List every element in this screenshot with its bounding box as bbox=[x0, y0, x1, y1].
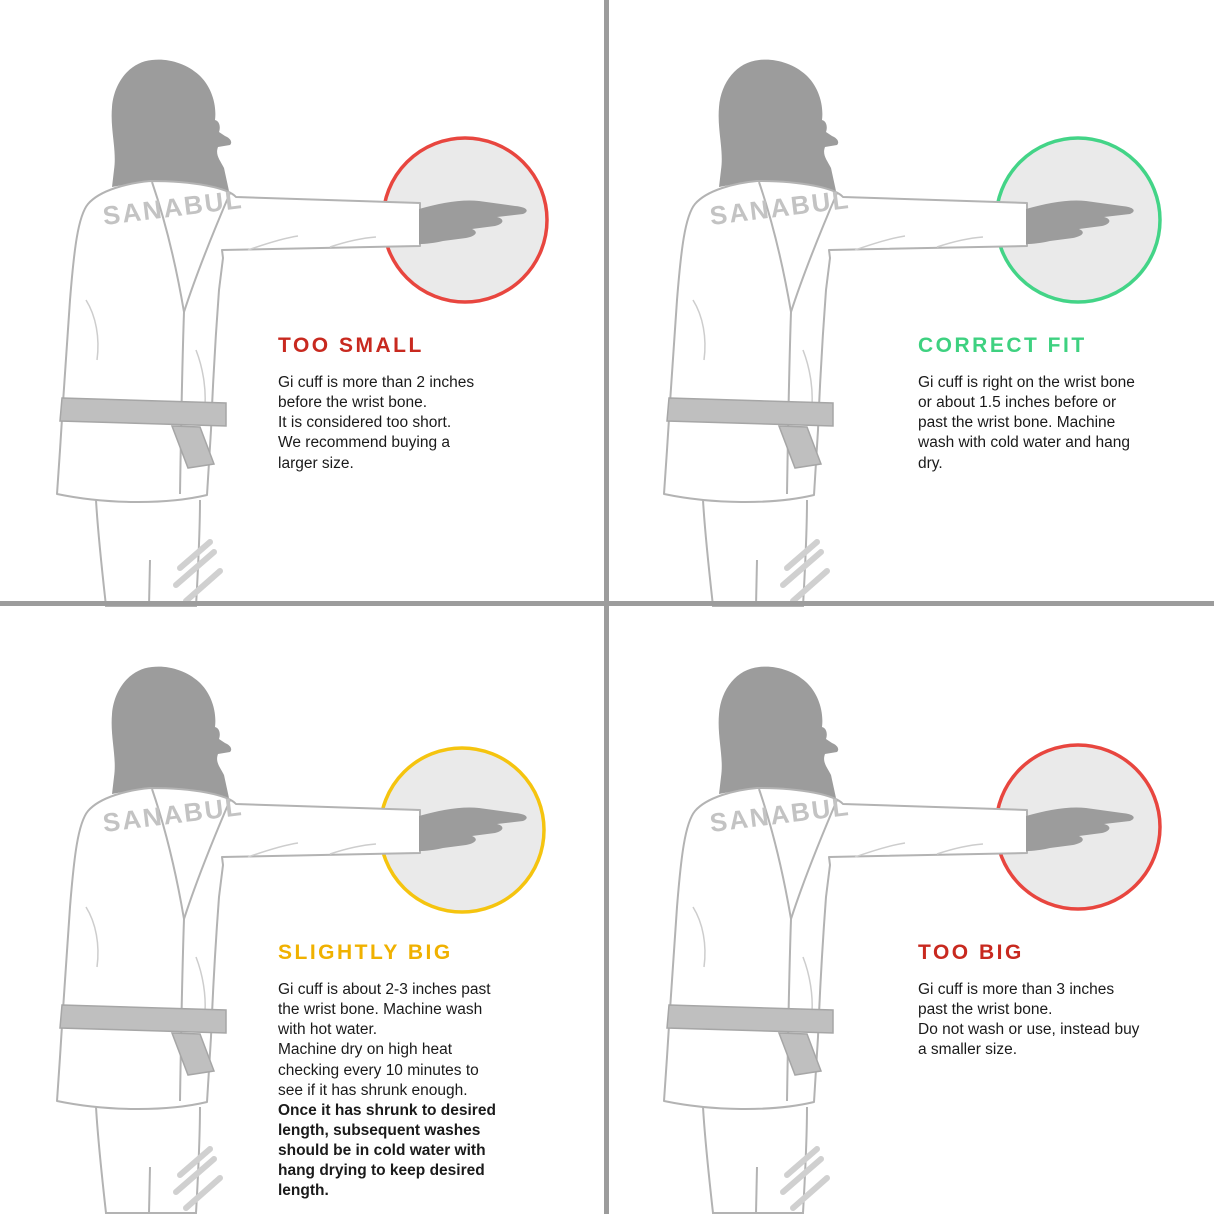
panel-body: Gi cuff is more than 2 inches before the… bbox=[278, 374, 475, 472]
panel-title: SLIGHTLY BIG bbox=[278, 941, 453, 964]
panel-body-bold: Once it has shrunk to desired length, su… bbox=[278, 1101, 496, 1200]
divider-vertical bbox=[604, 0, 609, 1214]
panel-text: TOO BIG Gi cuff is more than 3 inches pa… bbox=[918, 941, 1170, 1061]
panel-too-big: TOO BIG Gi cuff is more than 3 inches pa… bbox=[607, 607, 1214, 1214]
panel-text: SLIGHTLY BIG Gi cuff is about 2-3 inches… bbox=[278, 941, 530, 1202]
gi-figure-illustration bbox=[607, 0, 1162, 607]
panel-body: Gi cuff is more than 3 inches past the w… bbox=[918, 981, 1140, 1059]
panel-title: TOO BIG bbox=[918, 941, 1024, 964]
panel-text: TOO SMALL Gi cuff is more than 2 inches … bbox=[278, 334, 530, 474]
panel-body: Gi cuff is right on the wrist bone or ab… bbox=[918, 374, 1135, 472]
panel-correct-fit: CORRECT FIT Gi cuff is right on the wris… bbox=[607, 0, 1214, 607]
panel-slightly-big: SLIGHTLY BIG Gi cuff is about 2-3 inches… bbox=[0, 607, 607, 1214]
panel-text: CORRECT FIT Gi cuff is right on the wris… bbox=[918, 334, 1170, 474]
panel-title: TOO SMALL bbox=[278, 334, 424, 357]
gi-figure-illustration bbox=[0, 607, 546, 1214]
panel-title: CORRECT FIT bbox=[918, 334, 1087, 357]
divider-horizontal bbox=[0, 601, 1214, 606]
panel-body: Gi cuff is about 2-3 inches past the wri… bbox=[278, 981, 491, 1099]
panel-too-small: TOO SMALL Gi cuff is more than 2 inches … bbox=[0, 0, 607, 607]
gi-figure-illustration bbox=[607, 607, 1162, 1214]
gi-figure-illustration bbox=[0, 0, 549, 607]
